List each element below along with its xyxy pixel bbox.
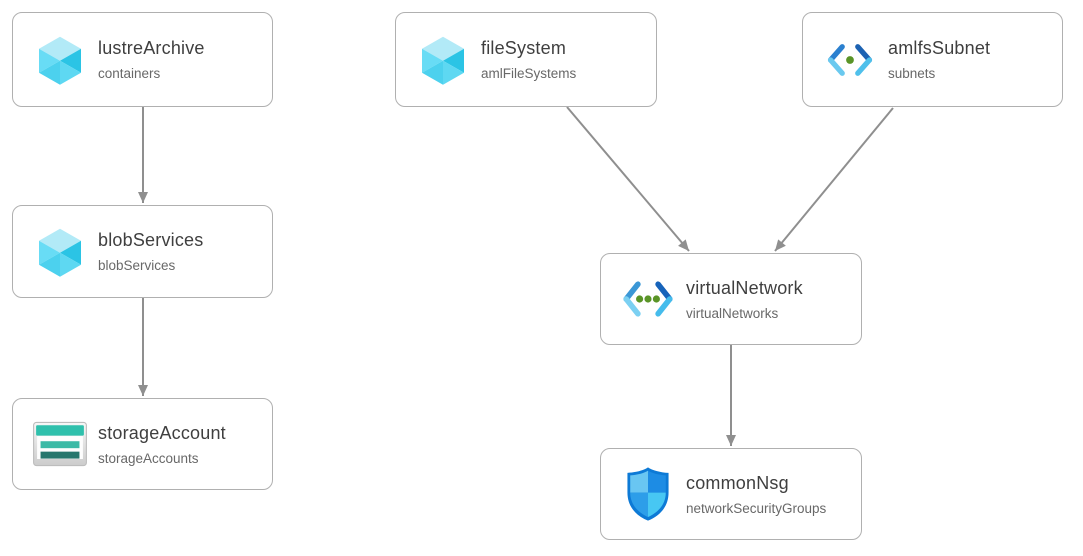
node-subtitle: amlFileSystems xyxy=(481,66,577,81)
node-title: amlfsSubnet xyxy=(888,38,991,58)
cube-icon xyxy=(32,32,88,88)
node-virtualNetwork[interactable]: virtualNetwork virtualNetworks xyxy=(600,253,862,345)
node-title: commonNsg xyxy=(686,472,789,493)
node-title: blobServices xyxy=(98,230,204,250)
node-title: lustreArchive xyxy=(98,38,205,58)
node-subtitle: networkSecurityGroups xyxy=(686,500,827,516)
node-subtitle: storageAccounts xyxy=(98,450,199,466)
storage-account-icon xyxy=(32,416,88,472)
node-blobServices[interactable]: blobServices blobServices xyxy=(12,205,273,298)
nsg-shield-icon xyxy=(620,466,676,522)
node-title: storageAccount xyxy=(98,422,226,443)
node-subtitle: blobServices xyxy=(98,258,176,273)
node-storageAccount[interactable]: storageAccount storageAccounts xyxy=(12,398,273,490)
node-commonNsg[interactable]: commonNsg networkSecurityGroups xyxy=(600,448,862,540)
node-subtitle: virtualNetworks xyxy=(686,305,779,321)
edge-fileSystem-virtualNetwork xyxy=(566,106,690,252)
node-title: fileSystem xyxy=(481,38,567,58)
node-title: virtualNetwork xyxy=(686,277,803,298)
node-subtitle: containers xyxy=(98,66,161,81)
virtual-network-icon xyxy=(620,271,676,327)
edge-amlfsSubnet-virtualNetwork xyxy=(774,107,894,252)
node-amlfsSubnet[interactable]: amlfsSubnet subnets xyxy=(802,12,1063,107)
node-subtitle: subnets xyxy=(888,66,936,81)
node-lustreArchive[interactable]: lustreArchive containers xyxy=(12,12,273,107)
subnet-icon xyxy=(822,32,878,88)
node-fileSystem[interactable]: fileSystem amlFileSystems xyxy=(395,12,657,107)
cube-icon xyxy=(415,32,471,88)
cube-icon xyxy=(32,224,88,280)
